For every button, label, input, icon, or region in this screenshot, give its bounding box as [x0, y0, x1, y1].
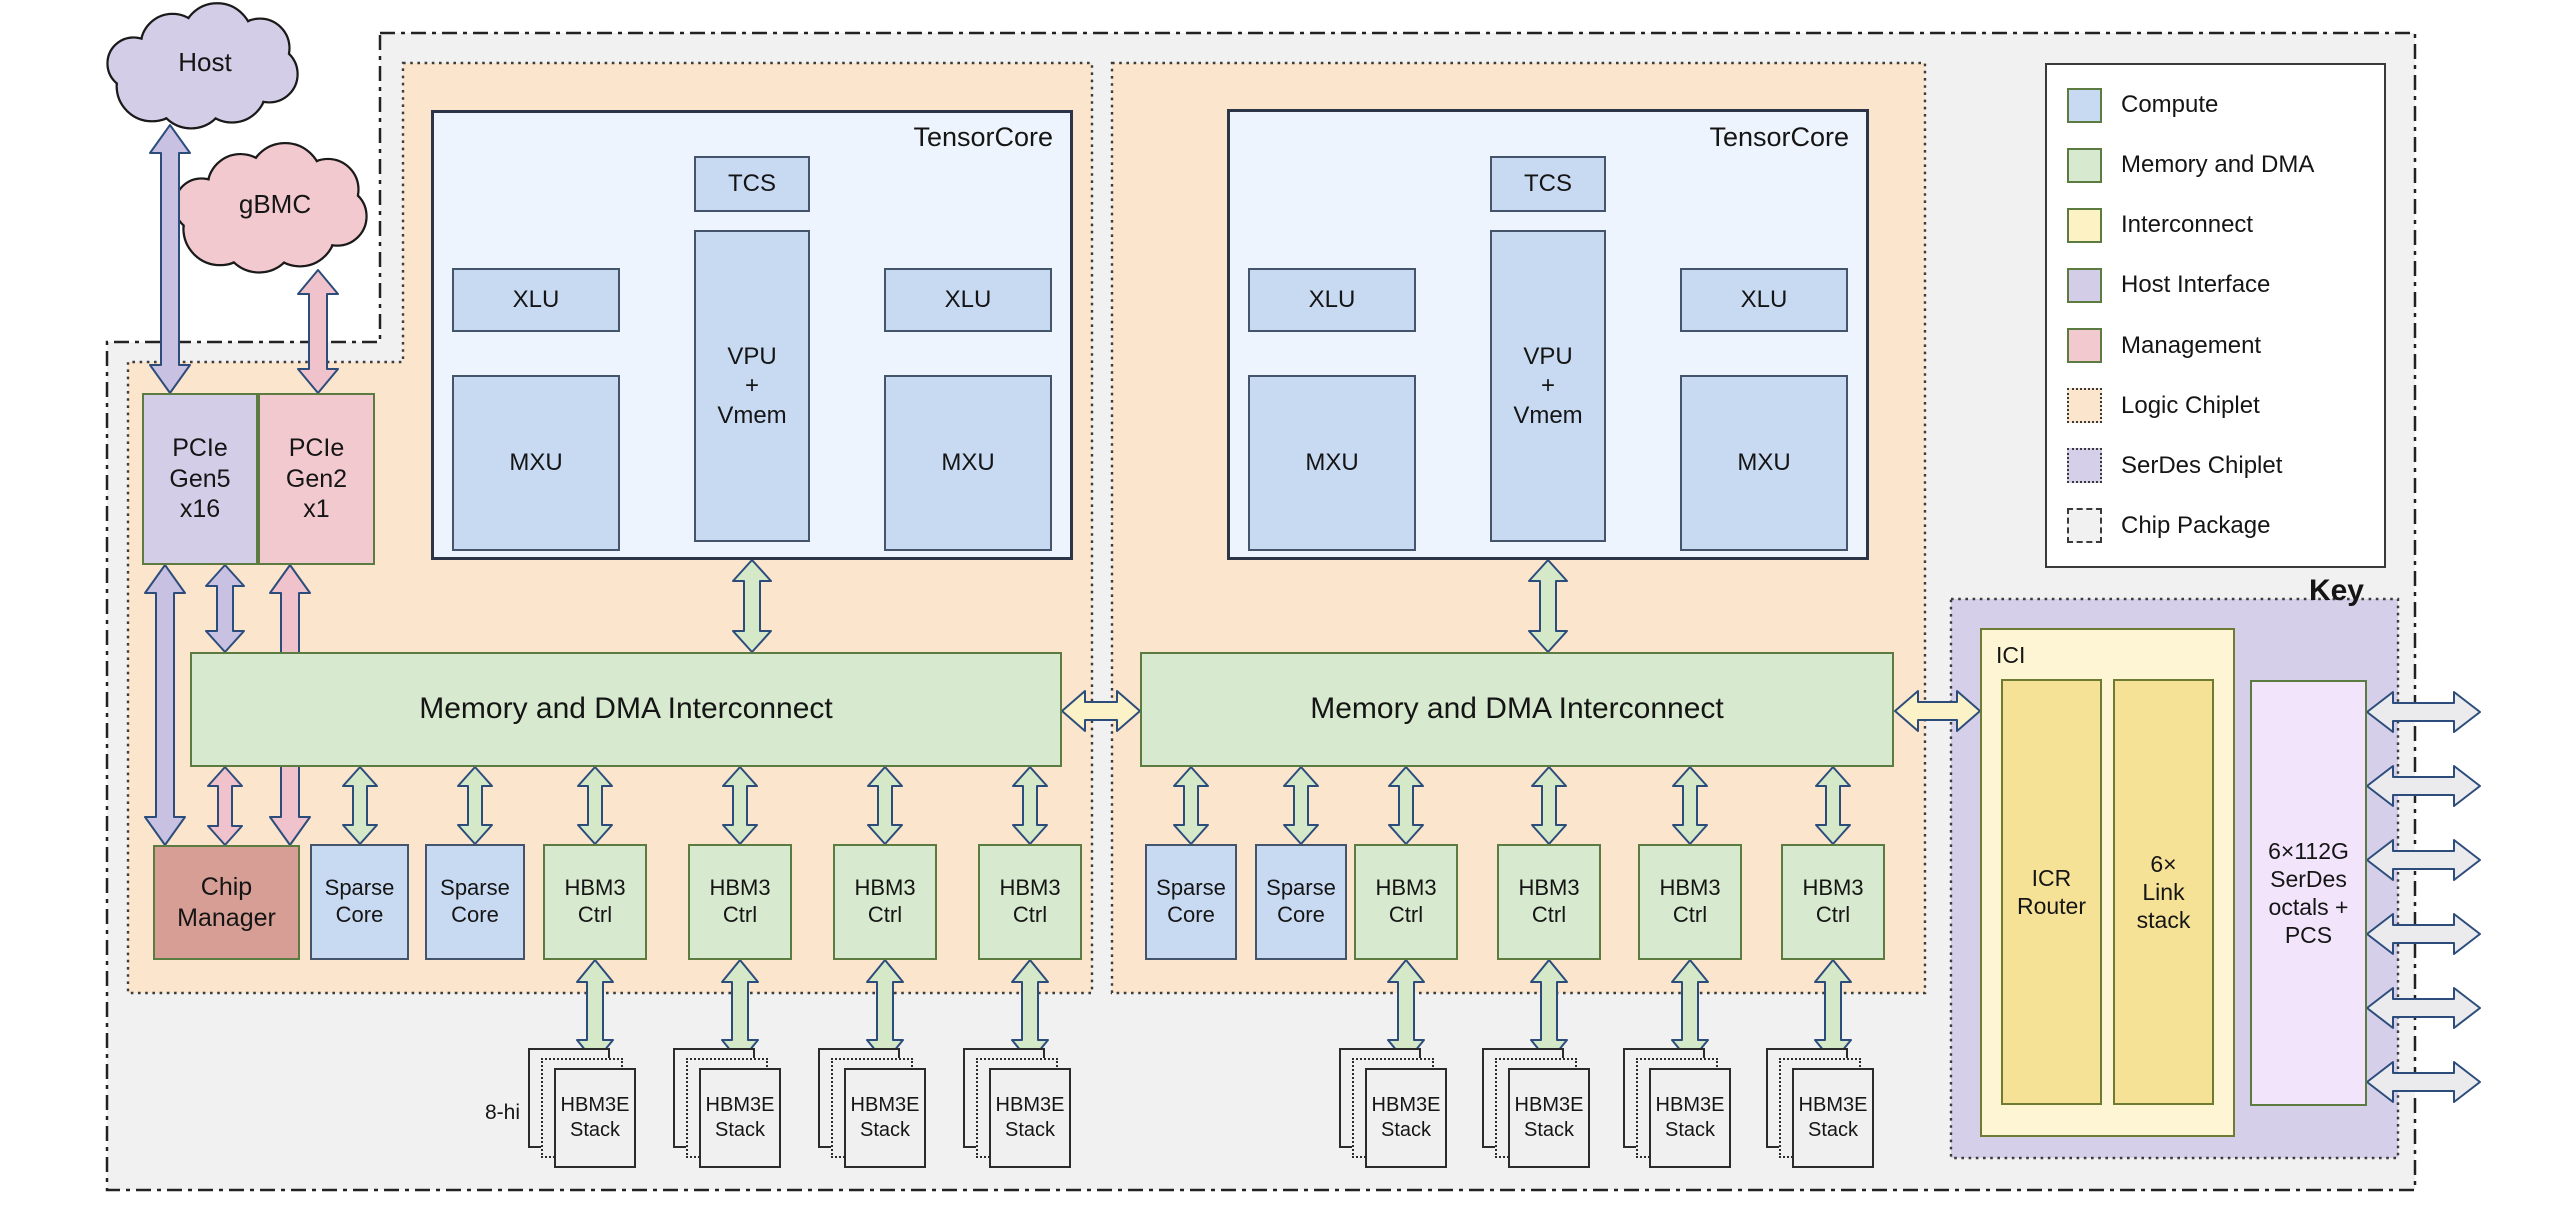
memory-dma-interconnect-left: Memory and DMA Interconnect [190, 652, 1062, 767]
tcs-right-box: TCS [1490, 156, 1606, 212]
tensorcore-left-title: TensorCore [913, 121, 1053, 152]
stack-layer-front: HBM3E Stack [1649, 1068, 1731, 1168]
legend-row-host-interface: Host Interface [2067, 267, 2384, 303]
sparse-core-right-2: Sparse Core [1255, 844, 1347, 960]
vpu-right-box: VPU + Vmem [1490, 230, 1606, 542]
xlu-right-1-box: XLU [1248, 268, 1416, 332]
legend-label: Logic Chiplet [2121, 391, 2260, 419]
chip-manager-box: Chip Manager [153, 845, 300, 960]
vpu-left-box: VPU + Vmem [694, 230, 810, 542]
ici-title: ICI [1996, 641, 2026, 668]
mxu-right-2-box: MXU [1680, 375, 1848, 551]
legend-key-box: Compute Memory and DMA Interconnect Host… [2045, 63, 2386, 568]
chip-package-swatch [2067, 508, 2102, 544]
sparse-core-left-2: Sparse Core [425, 844, 525, 960]
interconnect-swatch [2067, 207, 2102, 243]
pcie-gen5-box: PCIe Gen5 x16 [142, 393, 258, 565]
gbmc-cloud-label: gBMC [238, 189, 312, 220]
legend-row-interconnect: Interconnect [2067, 207, 2384, 243]
memory-dma-interconnect-right: Memory and DMA Interconnect [1140, 652, 1894, 767]
legend-label: Memory and DMA [2121, 151, 2315, 179]
serdes-octals-box: 6×112G SerDes octals + PCS [2250, 680, 2367, 1106]
pcie-gen2-box: PCIe Gen2 x1 [258, 393, 375, 565]
stack-layer-front: HBM3E Stack [699, 1068, 781, 1168]
legend-label: Chip Package [2121, 511, 2271, 539]
xlu-left-1-box: XLU [452, 268, 620, 332]
legend-label: Interconnect [2121, 211, 2254, 239]
hbm3-ctrl-left-3: HBM3 Ctrl [833, 844, 937, 960]
sparse-core-right-1: Sparse Core [1145, 844, 1237, 960]
legend-row-logic-chiplet: Logic Chiplet [2067, 388, 2384, 424]
stack-layer-front: HBM3E Stack [1792, 1068, 1874, 1168]
hbm3-ctrl-left-4: HBM3 Ctrl [978, 844, 1082, 960]
hbm3-ctrl-left-2: HBM3 Ctrl [688, 844, 792, 960]
mxu-left-1-box: MXU [452, 375, 620, 551]
legend-row-compute: Compute [2067, 87, 2384, 123]
memory-dma-swatch [2067, 147, 2102, 183]
host-cloud-label: Host [178, 47, 232, 78]
hbm3-ctrl-right-3: HBM3 Ctrl [1638, 844, 1742, 960]
legend-row-serdes-chiplet: SerDes Chiplet [2067, 448, 2384, 484]
hbm3-ctrl-right-2: HBM3 Ctrl [1497, 844, 1601, 960]
stack-layer-front: HBM3E Stack [844, 1068, 926, 1168]
logic-chiplet-swatch [2067, 388, 2102, 424]
management-swatch [2067, 328, 2102, 364]
hbm3e-stack-6: HBM3E Stack [1482, 1048, 1590, 1168]
mxu-left-2-box: MXU [884, 375, 1052, 551]
hbm3e-stack-1: HBM3E Stack [528, 1048, 636, 1168]
serdes-chiplet-swatch [2067, 448, 2102, 484]
legend-row-management: Management [2067, 328, 2384, 364]
hbm3e-stack-2: HBM3E Stack [673, 1048, 781, 1168]
legend-label: Management [2121, 331, 2262, 359]
compute-swatch [2067, 87, 2102, 123]
stack-layer-front: HBM3E Stack [989, 1068, 1071, 1168]
hbm3e-stack-5: HBM3E Stack [1339, 1048, 1447, 1168]
stack-layer-front: HBM3E Stack [1508, 1068, 1590, 1168]
xlu-right-2-box: XLU [1680, 268, 1848, 332]
legend-title: Key [2308, 574, 2364, 607]
stack-layer-front: HBM3E Stack [1365, 1068, 1447, 1168]
mxu-right-1-box: MXU [1248, 375, 1416, 551]
hbm3-ctrl-right-1: HBM3 Ctrl [1354, 844, 1458, 960]
tcs-left-box: TCS [694, 156, 810, 212]
tensorcore-right-title: TensorCore [1709, 121, 1849, 152]
hbm3e-stack-3: HBM3E Stack [818, 1048, 926, 1168]
stack-height-label: 8-hi [484, 1101, 520, 1125]
stack-layer-front: HBM3E Stack [554, 1068, 636, 1168]
icr-router-box: ICR Router [2001, 679, 2102, 1105]
legend-label: Compute [2121, 91, 2219, 119]
hbm3-ctrl-right-4: HBM3 Ctrl [1781, 844, 1885, 960]
hbm3e-stack-7: HBM3E Stack [1623, 1048, 1731, 1168]
link-stack-box: 6× Link stack [2113, 679, 2214, 1105]
sparse-core-left-1: Sparse Core [310, 844, 409, 960]
legend-label: SerDes Chiplet [2121, 451, 2283, 479]
host-interface-swatch [2067, 267, 2102, 303]
xlu-left-2-box: XLU [884, 268, 1052, 332]
hbm3e-stack-8: HBM3E Stack [1766, 1048, 1874, 1168]
legend-label: Host Interface [2121, 271, 2271, 299]
hbm3-ctrl-left-1: HBM3 Ctrl [543, 844, 647, 960]
legend-row-memory: Memory and DMA [2067, 147, 2384, 183]
legend-row-chip-package: Chip Package [2067, 508, 2384, 544]
hbm3e-stack-4: HBM3E Stack [963, 1048, 1071, 1168]
